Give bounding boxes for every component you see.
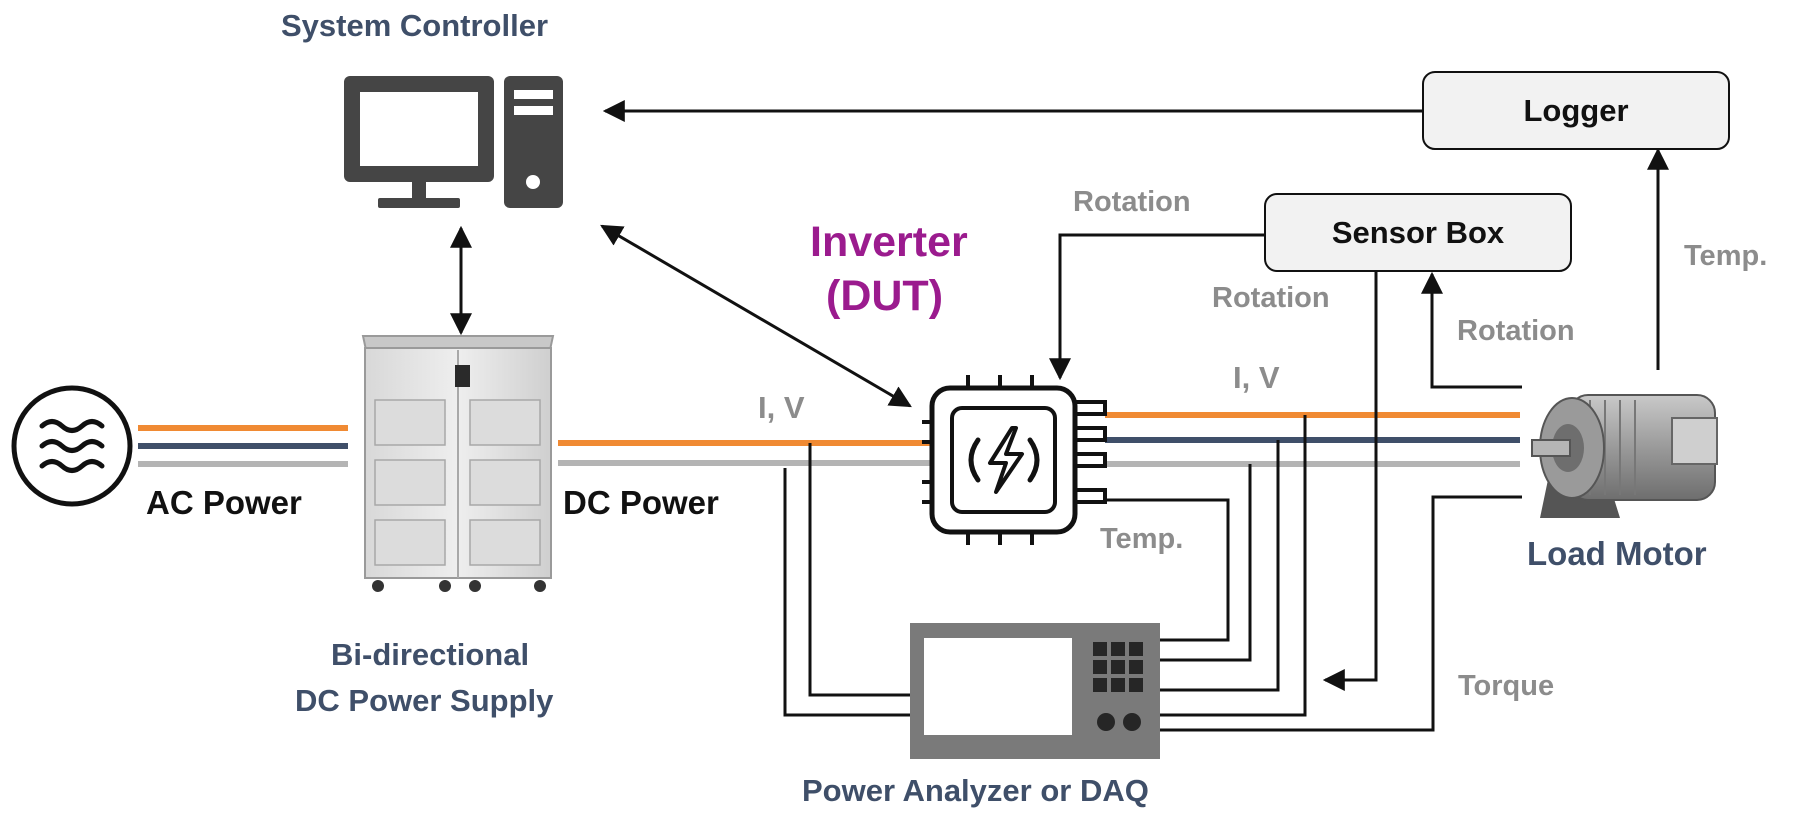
signal-lines — [450, 100, 1669, 732]
logger-box — [1422, 71, 1730, 150]
motor-power-wires — [1105, 412, 1520, 467]
rotation-label-right: Rotation — [1457, 315, 1575, 347]
load-motor-label: Load Motor — [1527, 535, 1707, 572]
temp-label-motor: Temp. — [1684, 240, 1768, 272]
load-motor-icon — [1531, 394, 1718, 518]
dc-power-wires — [558, 440, 930, 466]
rotation-label-top: Rotation — [1073, 186, 1191, 218]
dc-power-supply-cabinet — [361, 335, 555, 592]
ac-power-wires — [138, 425, 348, 467]
supply-label-line1: Bi-directional — [331, 637, 530, 672]
temp-label-inverter: Temp. — [1100, 523, 1184, 555]
inverter-chip-icon — [922, 375, 1107, 545]
system-controller-label: System Controller — [281, 8, 549, 43]
desktop-computer-icon — [344, 76, 563, 208]
sensor-box — [1264, 193, 1572, 272]
dc-power-label: DC Power — [563, 484, 719, 521]
iv-label-dc: I, V — [758, 390, 805, 425]
sensor-box-label: Sensor Box — [1331, 214, 1505, 250]
logger-label: Logger — [1523, 92, 1629, 128]
power-analyzer-icon — [910, 623, 1160, 759]
iv-label-motor: I, V — [1233, 360, 1280, 395]
rotation-label-mid: Rotation — [1212, 282, 1330, 314]
dut-label: (DUT) — [826, 272, 944, 320]
supply-label-line2: DC Power Supply — [295, 683, 554, 718]
ac-source-icon — [11, 385, 133, 507]
torque-label: Torque — [1458, 670, 1555, 702]
inverter-label: Inverter — [810, 218, 968, 266]
ac-power-label: AC Power — [146, 484, 302, 521]
analyzer-label: Power Analyzer or DAQ — [802, 773, 1149, 808]
